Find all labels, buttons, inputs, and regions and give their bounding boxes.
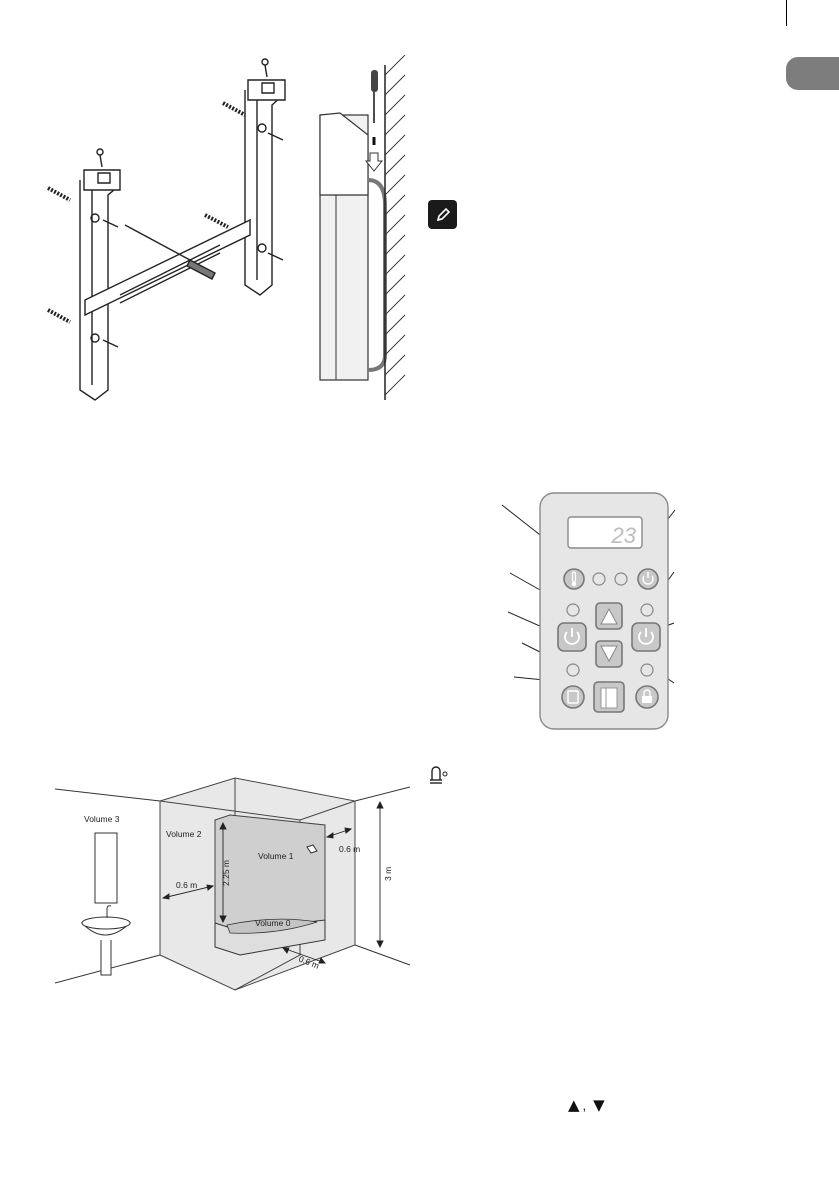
label-volume-1: Volume 1 [258, 851, 294, 861]
lock-icon [642, 689, 652, 703]
down-arrow-icon: ▼ [593, 1096, 605, 1114]
up-arrow-icon [600, 607, 618, 625]
indicator-led [566, 663, 580, 677]
indicator-led [640, 603, 654, 617]
mirror [94, 832, 118, 904]
label-volume-2: Volume 2 [166, 829, 202, 839]
thermometer-icon [571, 571, 577, 587]
bathroom-volumes-diagram: Volume 3 Volume 2 Volume 1 Volume 0 0.6 … [55, 777, 411, 991]
up-arrow-icon: ▲ [568, 1096, 580, 1114]
control-panel-diagram: 23 [501, 492, 676, 730]
label-distance-right: 0.6 m [339, 844, 360, 854]
bracket-installation-illustration [47, 55, 406, 401]
crop-mark [786, 0, 787, 26]
arrow-keys-reference: ▲ , ▼ [568, 1095, 605, 1115]
power-button[interactable] [557, 622, 587, 652]
label-volume-0: Volume 0 [255, 918, 291, 928]
timer-power-icon [642, 572, 654, 585]
window-icon [567, 690, 579, 704]
window-button[interactable] [593, 681, 625, 713]
power-icon [564, 628, 580, 645]
program-button[interactable] [631, 622, 661, 652]
indicator-led [592, 572, 606, 586]
language-tab [786, 57, 839, 90]
down-arrow-icon [600, 645, 618, 663]
timer-power-button[interactable] [637, 568, 659, 590]
indicator-led [566, 603, 580, 617]
display-value: 23 [611, 523, 637, 548]
window-mode-button[interactable] [561, 685, 585, 709]
label-distance-left: 0.6 m [176, 880, 197, 890]
down-button[interactable] [595, 640, 623, 668]
separator: , [582, 1097, 587, 1113]
lock-button[interactable] [635, 685, 659, 709]
up-button[interactable] [595, 602, 623, 630]
window-icon [600, 687, 618, 709]
label-volume-3: Volume 3 [84, 814, 120, 824]
indicator-led [640, 663, 654, 677]
thermometer-button[interactable] [563, 568, 585, 590]
pencil-note-icon [428, 200, 457, 229]
label-shower-height: 2.25 m [221, 860, 231, 886]
alarm-bell-icon [430, 766, 448, 784]
label-room-height: 3 m [383, 867, 393, 881]
indicator-led [614, 572, 628, 586]
timer-power-icon [638, 628, 654, 645]
temperature-display [567, 516, 643, 549]
